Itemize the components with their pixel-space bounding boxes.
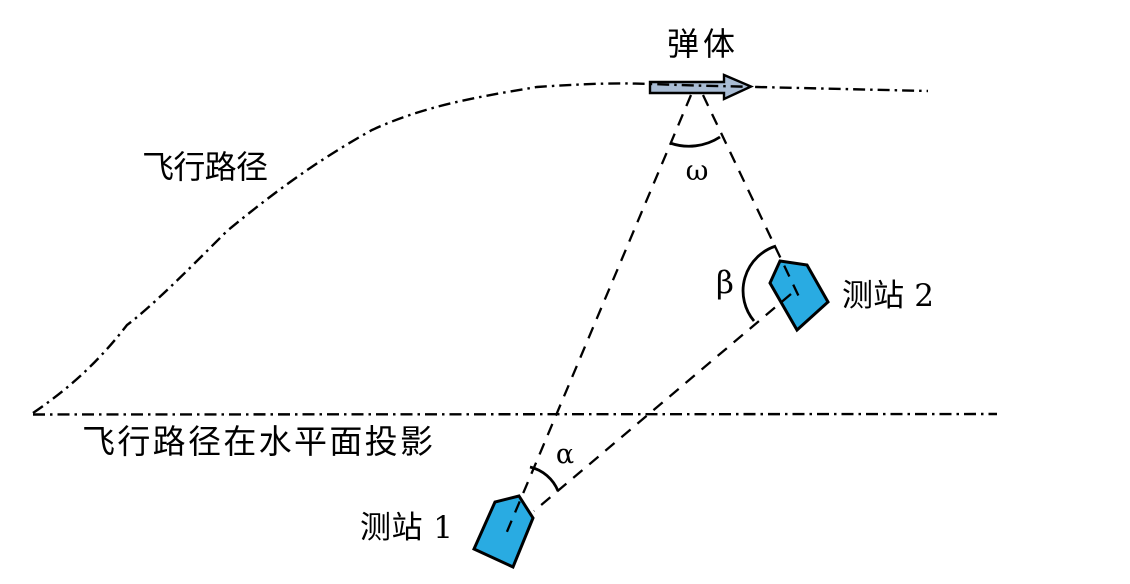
sight-line-station1-projectile <box>504 94 693 535</box>
projectile-arrow <box>648 73 754 101</box>
station2-label: 测站 2 <box>842 278 934 314</box>
station2-marker <box>768 259 830 333</box>
beta-angle-label: β <box>716 265 734 301</box>
horizontal-projection-line <box>32 412 998 416</box>
station1-label: 测站 1 <box>360 510 453 546</box>
alpha-angle-arc <box>529 465 560 492</box>
beta-angle-arc <box>741 244 777 322</box>
omega-angle-arc <box>669 135 721 148</box>
baseline-station1-station2 <box>533 293 792 512</box>
omega-angle-label: ω <box>686 154 709 187</box>
projectile-label: 弹体 <box>667 25 735 63</box>
flight-path-curve <box>32 82 929 414</box>
alpha-angle-label: α <box>556 439 574 470</box>
sight-line-station2-projectile <box>701 94 803 302</box>
projection-label: 飞行路径在水平面投影 <box>82 422 433 461</box>
flight-path-label: 飞行路径 <box>142 148 268 186</box>
station1-marker <box>472 494 535 570</box>
